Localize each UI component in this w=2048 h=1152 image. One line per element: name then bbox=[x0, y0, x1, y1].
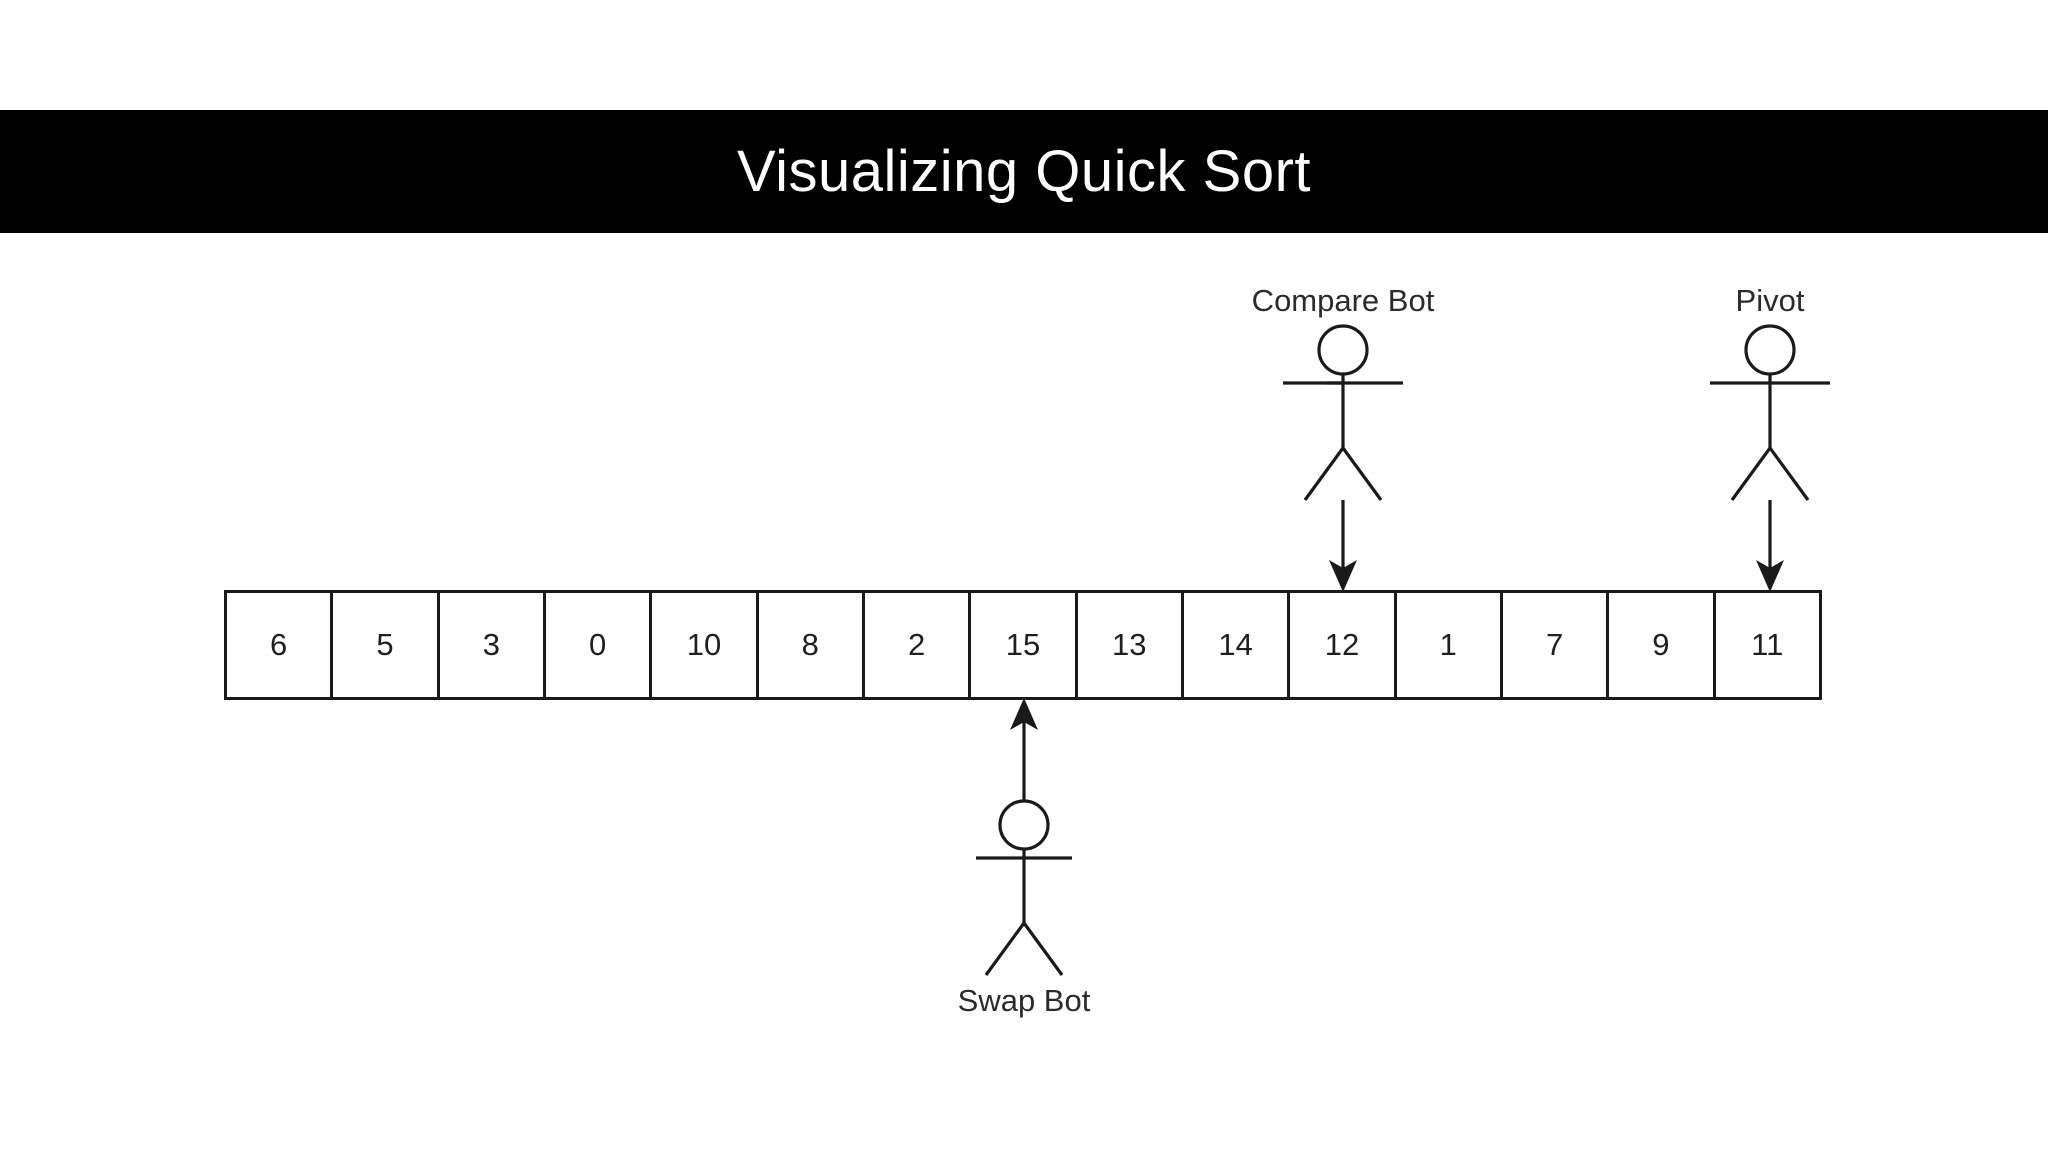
pivot-leg-left bbox=[1730, 447, 1772, 501]
array-cell[interactable]: 14 bbox=[1183, 593, 1291, 697]
compare-bot-leg-right bbox=[1341, 447, 1383, 501]
compare-bot-label: Compare Bot bbox=[1251, 283, 1435, 318]
array-cell[interactable]: 3 bbox=[439, 593, 546, 697]
array-cell[interactable]: 11 bbox=[1715, 593, 1819, 697]
array-cell[interactable]: 8 bbox=[758, 593, 865, 697]
compare-bot-arrow bbox=[1329, 500, 1357, 592]
sorting-array: 6 5 3 0 10 8 2 15 13 14 12 1 7 9 11 bbox=[224, 590, 1822, 700]
array-cell[interactable]: 5 bbox=[333, 593, 440, 697]
array-cell[interactable]: 10 bbox=[652, 593, 759, 697]
array-cell[interactable]: 12 bbox=[1290, 593, 1397, 697]
compare-bot-leg-left bbox=[1303, 447, 1345, 501]
pivot-head-icon bbox=[1744, 324, 1796, 376]
swap-bot-arrow-head-icon bbox=[1010, 698, 1038, 730]
swap-bot-leg-right bbox=[1022, 922, 1064, 976]
compare-bot-arrow-head-icon bbox=[1329, 560, 1357, 592]
array-cell[interactable]: 13 bbox=[1077, 593, 1184, 697]
array-cell[interactable]: 15 bbox=[971, 593, 1078, 697]
swap-bot-label: Swap Bot bbox=[957, 983, 1091, 1018]
pivot-label: Pivot bbox=[1735, 283, 1805, 318]
compare-bot-figure[interactable] bbox=[1283, 324, 1403, 501]
array-cell[interactable]: 2 bbox=[864, 593, 972, 697]
swap-bot-head-icon bbox=[998, 799, 1050, 851]
array-cell[interactable]: 0 bbox=[545, 593, 653, 697]
swap-bot-arrow bbox=[1010, 698, 1038, 810]
title-bar: Visualizing Quick Sort bbox=[0, 110, 2048, 233]
array-cell[interactable]: 1 bbox=[1396, 593, 1503, 697]
page-title: Visualizing Quick Sort bbox=[736, 138, 1312, 204]
pivot-arrow-head-icon bbox=[1756, 560, 1784, 592]
array-cell[interactable]: 6 bbox=[227, 593, 334, 697]
pivot-leg-right bbox=[1768, 447, 1810, 501]
compare-bot-head-icon bbox=[1317, 324, 1369, 376]
swap-bot-figure[interactable] bbox=[976, 799, 1072, 976]
swap-bot-leg-left bbox=[984, 922, 1026, 976]
pivot-arrow bbox=[1756, 500, 1784, 592]
pivot-figure[interactable] bbox=[1710, 324, 1830, 501]
array-cell[interactable]: 7 bbox=[1502, 593, 1610, 697]
array-cell[interactable]: 9 bbox=[1609, 593, 1716, 697]
